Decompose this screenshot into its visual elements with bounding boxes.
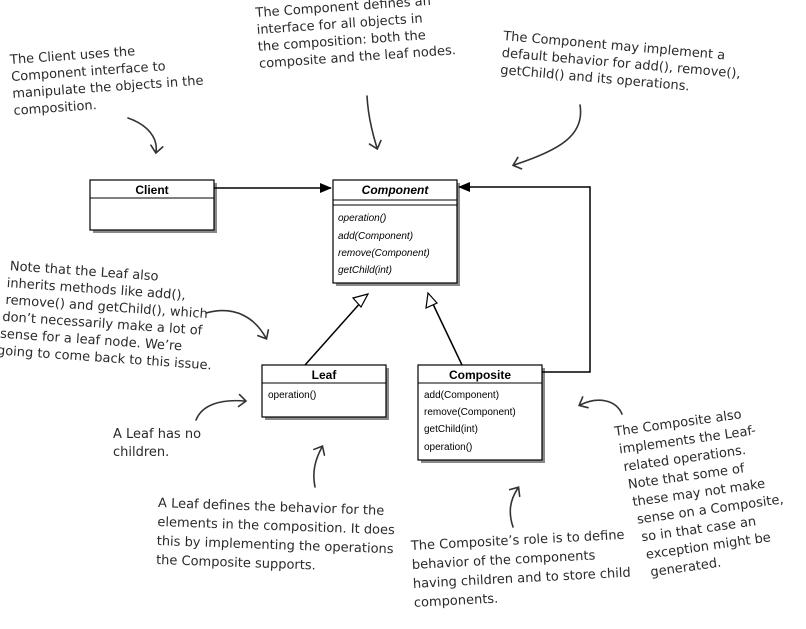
class-client: Client xyxy=(89,179,217,233)
leaf-op-operation: operation() xyxy=(268,390,316,401)
class-component: Component operation() add(Component) rem… xyxy=(332,179,460,286)
svg-text:components.: components. xyxy=(414,592,499,611)
note-leaf-children: A Leaf has no children. xyxy=(113,427,201,460)
component-op-getchild: getChild(int) xyxy=(338,265,392,276)
svg-text:composition.: composition. xyxy=(13,98,97,119)
svg-text:the Composite supports.: the Composite supports. xyxy=(156,553,316,574)
svg-text:A Leaf has no: A Leaf has no xyxy=(113,427,201,442)
leaf-behavior-note-arrow xyxy=(313,445,326,488)
note-composite-role: The Composite’s role is to define behavi… xyxy=(410,528,632,611)
component-op-add: add(Component) xyxy=(338,231,413,242)
leaf-inherits-note-arrow xyxy=(205,309,270,340)
component-op-remove: remove(Component) xyxy=(338,248,430,259)
note-leaf-behavior: A Leaf defines the behavior for the elem… xyxy=(156,496,395,574)
component-interface-note-arrow xyxy=(366,95,382,151)
class-leaf-name: Leaf xyxy=(312,368,338,382)
client-note-arrow xyxy=(127,117,164,155)
component-default-note-arrow xyxy=(511,104,582,170)
component-op-operation: operation() xyxy=(338,213,386,224)
leaf-children-note-arrow xyxy=(195,393,248,421)
composite-role-note-arrow xyxy=(508,486,521,528)
composite-op-remove: remove(Component) xyxy=(424,407,516,418)
composite-inheritance xyxy=(425,291,463,366)
leaf-inheritance xyxy=(304,293,370,366)
note-component-interface: The Component defines an interface for a… xyxy=(254,0,456,72)
note-leaf-inherits: Note that the Leaf also inherits methods… xyxy=(0,259,212,373)
composite-op-getchild: getChild(int) xyxy=(424,424,478,435)
class-composite-name: Composite xyxy=(449,368,511,382)
class-composite: Composite add(Component) remove(Componen… xyxy=(417,364,545,463)
composite-op-add: add(Component) xyxy=(424,390,499,401)
class-client-name: Client xyxy=(135,183,168,197)
composite-also-note-arrow xyxy=(578,396,623,415)
class-leaf: Leaf operation() xyxy=(261,364,389,420)
svg-text:children.: children. xyxy=(113,445,169,460)
composite-op-operation: operation() xyxy=(424,442,472,453)
composite-children-association xyxy=(458,182,591,373)
note-client: The Client uses the Component interface … xyxy=(9,44,204,119)
note-component-default: The Component may implement a default be… xyxy=(500,29,741,94)
note-composite-also: The Composite also implements the Leaf- … xyxy=(613,407,785,580)
class-component-name: Component xyxy=(362,183,430,197)
